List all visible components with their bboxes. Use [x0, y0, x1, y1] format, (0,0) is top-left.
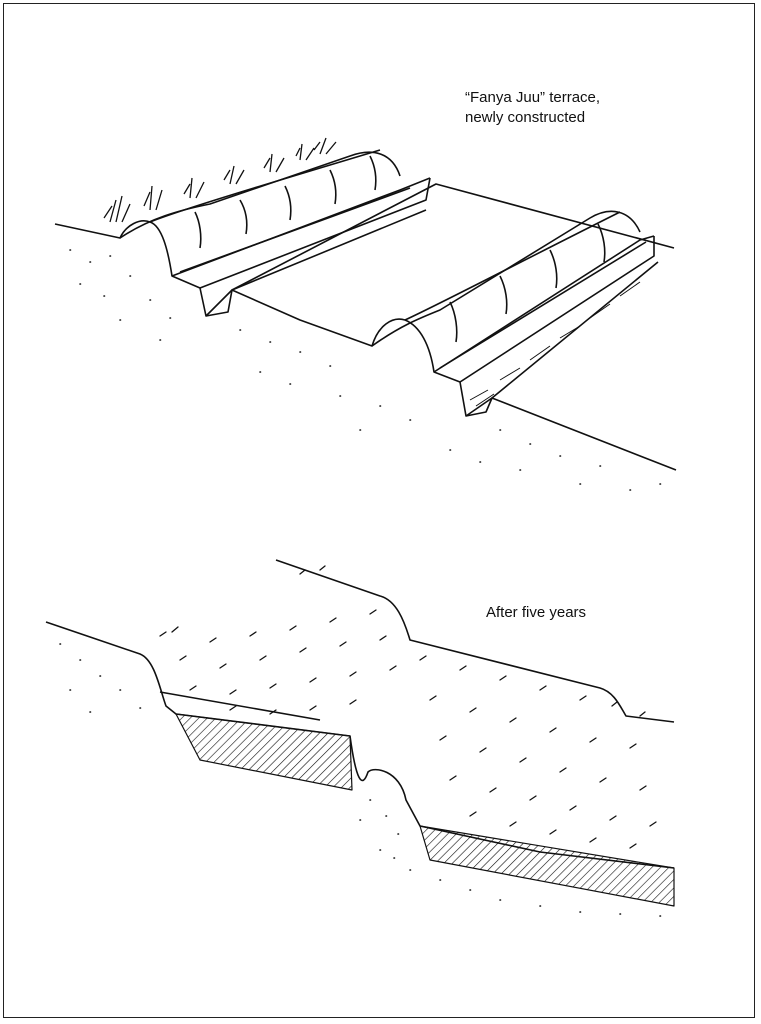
caption-after-five-years: After five years: [486, 604, 587, 621]
bund-1-top: [119, 151, 401, 239]
grass-tufts: [103, 137, 337, 223]
riser-face-1: [175, 713, 353, 791]
caption-line-2: newly constructed: [465, 109, 586, 126]
five-years-terrace-drawing: [45, 559, 675, 917]
caption-newly-constructed: “Fanya Juu” terrace, newly constructed: [465, 88, 600, 128]
riser-face-2: [419, 825, 675, 907]
new-terrace-drawing: [54, 137, 677, 491]
caption-line-1: “Fanya Juu” terrace,: [465, 89, 601, 106]
soil-stipple: [69, 249, 662, 491]
soil-stipple-lower: [59, 643, 662, 917]
figure-frame: [3, 3, 755, 1018]
upper-slope-profile: [45, 621, 675, 869]
new-terrace-ground-profile: [54, 220, 677, 471]
bund-2-top: [371, 210, 641, 347]
grass-cover: [159, 565, 657, 849]
